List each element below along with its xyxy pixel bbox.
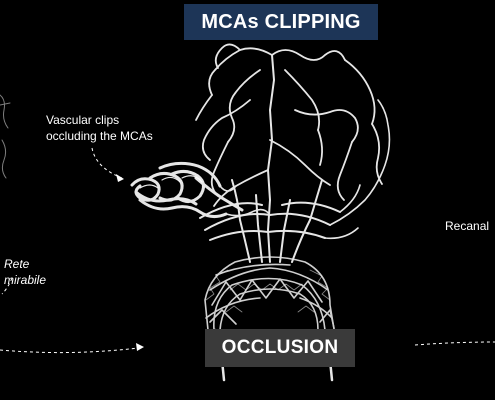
clip-connectors bbox=[219, 185, 271, 217]
central-vessels bbox=[231, 54, 323, 263]
rete-annotation-line2: mirabile bbox=[4, 273, 47, 287]
clips-annotation-arrow bbox=[91, 147, 123, 179]
vascular-clips-coils bbox=[130, 161, 244, 219]
clips-annotation-line1: Vascular clips bbox=[46, 113, 120, 127]
left-edge-vessels bbox=[0, 94, 11, 179]
right-vessels bbox=[324, 99, 391, 240]
cerebral-branches bbox=[195, 43, 383, 207]
rete-mirabile-annotation: Rete mirabile bbox=[4, 256, 46, 288]
recanalization-annotation: Recanal bbox=[445, 219, 490, 233]
clips-annotation-line2: occluding the MCAs bbox=[46, 129, 153, 143]
left-dashed-arrow bbox=[0, 347, 139, 354]
vascular-clips-highlight bbox=[139, 175, 203, 189]
mcas-clipping-title: MCAs CLIPPING bbox=[184, 4, 378, 40]
left-arrow-head bbox=[136, 343, 144, 351]
clips-arrow-head bbox=[116, 174, 124, 182]
rete-mirabile-dense-texture bbox=[205, 269, 331, 313]
right-dashed-arrow bbox=[414, 341, 495, 346]
vascular-clips-annotation: Vascular clips occluding the MCAs bbox=[46, 112, 186, 144]
rete-mirabile-mesh bbox=[204, 256, 336, 336]
occlusion-label: OCCLUSION bbox=[205, 329, 355, 367]
rete-annotation-line1: Rete bbox=[4, 257, 30, 271]
rete-annotation-arrow bbox=[1, 277, 13, 295]
